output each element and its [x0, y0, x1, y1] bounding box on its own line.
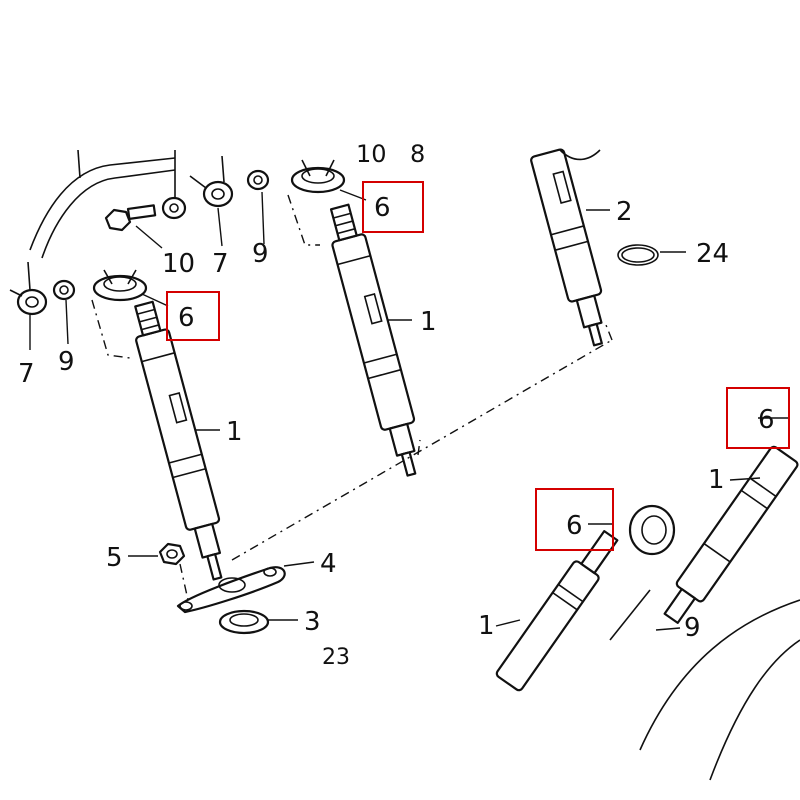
banjo-fittings-top: [161, 155, 270, 220]
callout-label: 9: [684, 613, 701, 643]
callout-label: 9: [58, 347, 75, 377]
fuel-return-hose: [29, 149, 176, 259]
callout-label: 7: [18, 359, 35, 389]
callout-label: 23: [322, 645, 350, 670]
nut-5: [158, 542, 186, 566]
engine-outline: [639, 599, 800, 751]
callout-label: 6: [566, 511, 583, 541]
dash-line: [91, 299, 131, 359]
callout-label: 1: [708, 465, 725, 495]
callout-label: 6: [758, 405, 775, 435]
injector-lower-right: [663, 445, 799, 624]
injector-right: [530, 148, 603, 347]
highlight-box: [166, 291, 220, 341]
callout-label: 24: [696, 239, 729, 269]
callout-label: 3: [304, 607, 321, 637]
engine-outline: [709, 639, 800, 781]
clamp-plate-4: [176, 566, 286, 614]
return-line-lower: [609, 589, 651, 641]
callout-label: 1: [226, 417, 243, 447]
callout-label: 6: [178, 303, 195, 333]
highlight-box: [535, 488, 614, 551]
injector-left: [134, 300, 223, 581]
banjo-fitting-left: [9, 261, 76, 316]
return-line-right: [559, 149, 601, 161]
highlight-box: [726, 387, 790, 449]
callout-label: 1: [478, 611, 495, 641]
callout-label: 10: [356, 140, 387, 168]
seal-washer-middle: [290, 159, 346, 194]
heat-shield-3: [218, 609, 270, 635]
injector-lower-left: [495, 530, 619, 692]
o-ring-24: [617, 244, 659, 266]
callout-label: 6: [374, 193, 391, 223]
dash-line: [231, 339, 613, 561]
leader-lines: [29, 189, 790, 631]
dash-line: [417, 439, 421, 456]
callout-label: 1: [420, 307, 437, 337]
seal-washer-lower: [628, 504, 676, 556]
callout-label: 4: [320, 549, 337, 579]
highlight-box: [362, 181, 424, 233]
callout-label: 5: [106, 543, 123, 573]
callout-label: 8: [410, 140, 425, 168]
seal-washer-left: [92, 269, 148, 302]
callout-label: 7: [212, 249, 229, 279]
dash-line: [179, 563, 189, 601]
bolt-10: [104, 204, 157, 232]
callout-label: 2: [616, 197, 633, 227]
injector-middle: [329, 203, 417, 477]
callout-label: 9: [252, 239, 269, 269]
dash-line: [287, 194, 320, 246]
callout-label: 10: [162, 249, 195, 279]
dash-line: [605, 324, 613, 341]
